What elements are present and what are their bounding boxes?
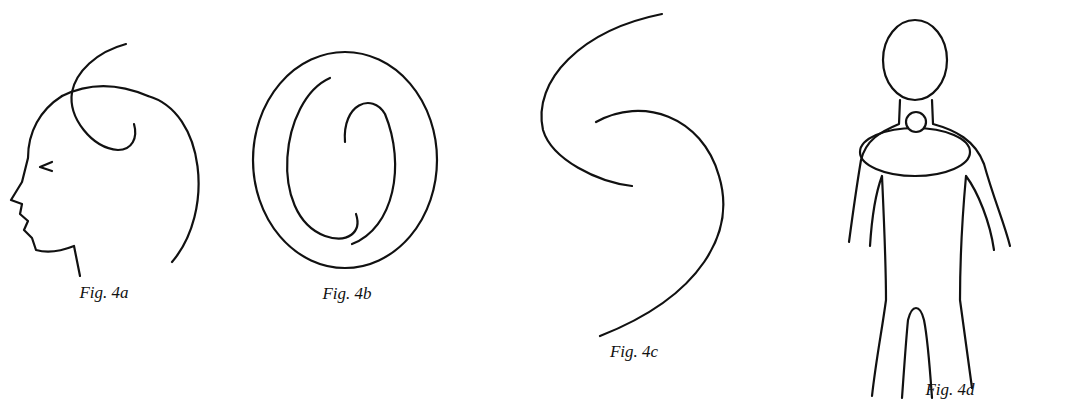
head-top	[62, 86, 148, 96]
lower-arc	[596, 111, 723, 336]
figure-caption: Fig. 4d	[925, 380, 974, 400]
head	[883, 20, 947, 100]
head-figure	[11, 44, 199, 276]
chest-ring	[860, 128, 970, 176]
figure-caption: Fig. 4b	[322, 284, 371, 304]
back-of-head	[148, 96, 199, 262]
oval-figure	[253, 52, 437, 268]
head-profile	[11, 96, 80, 276]
head-spiral	[72, 44, 136, 150]
body-figure	[849, 20, 1010, 398]
left-outline	[849, 100, 900, 242]
upper-arc	[541, 14, 662, 186]
swirl-figure	[541, 14, 723, 336]
right-hook	[345, 103, 395, 244]
right-inner-arm	[960, 176, 994, 388]
left-inner-arm	[870, 176, 886, 396]
figure-caption: Fig. 4c	[610, 342, 658, 362]
left-hook	[287, 78, 357, 239]
figure-caption: Fig. 4a	[79, 283, 128, 303]
outer-oval	[253, 52, 437, 268]
throat-circle	[906, 112, 926, 132]
eye	[40, 162, 52, 171]
